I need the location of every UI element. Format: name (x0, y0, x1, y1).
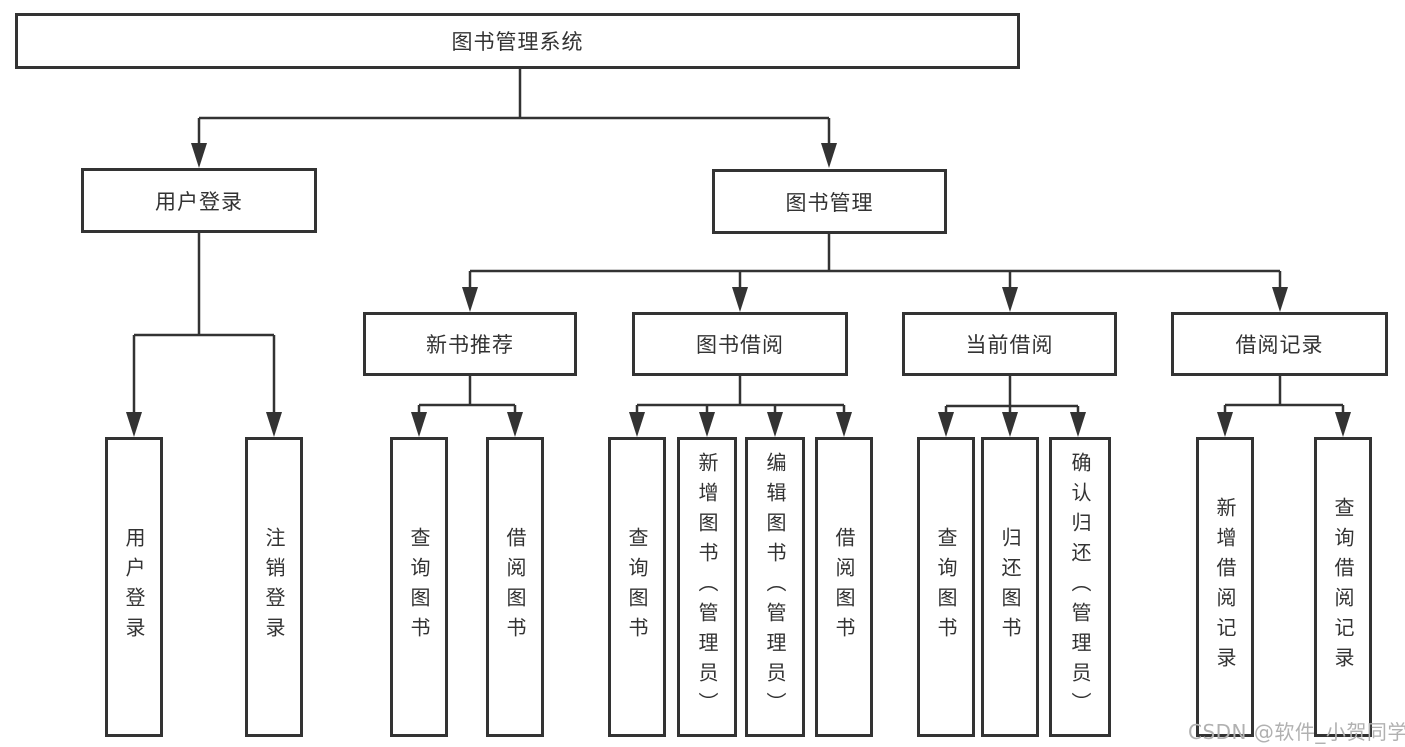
node-book-management-label: 图书管理 (785, 190, 874, 215)
node-book-borrow-label: 图书借阅 (696, 333, 784, 357)
node-current-borrow-label: 当前借阅 (965, 333, 1054, 357)
leaf-return-books: 归还图书 (981, 437, 1039, 737)
leaf-query-books-borrow-label: 查询图书 (625, 527, 649, 647)
node-book-borrow: 图书借阅 (632, 312, 848, 376)
node-root: 图书管理系统 (15, 13, 1020, 69)
leaf-query-books-current: 查询图书 (917, 437, 975, 737)
leaf-add-borrow-record-label: 新增借阅记录 (1213, 497, 1237, 677)
node-new-book-recommend: 新书推荐 (363, 312, 577, 376)
leaf-logout: 注销登录 (245, 437, 303, 737)
node-user-login-label: 用户登录 (155, 189, 243, 214)
leaf-confirm-return-admin-label: 确认归还（管理员） (1068, 452, 1092, 722)
leaf-add-borrow-record: 新增借阅记录 (1196, 437, 1254, 737)
node-new-book-recommend-label: 新书推荐 (426, 333, 514, 357)
leaf-query-books-recommend-label: 查询图书 (407, 527, 431, 647)
node-borrow-records-label: 借阅记录 (1235, 333, 1324, 357)
leaf-return-books-label: 归还图书 (998, 527, 1022, 647)
leaf-logout-label: 注销登录 (262, 527, 286, 647)
leaf-add-books-admin: 新增图书（管理员） (677, 437, 737, 737)
leaf-edit-books-admin: 编辑图书（管理员） (745, 437, 805, 737)
node-root-label: 图书管理系统 (451, 30, 584, 54)
leaf-query-books-current-label: 查询图书 (934, 527, 958, 647)
leaf-query-books-borrow: 查询图书 (608, 437, 666, 737)
node-user-login: 用户登录 (81, 168, 317, 233)
leaf-confirm-return-admin: 确认归还（管理员） (1049, 437, 1111, 737)
leaf-query-borrow-record-label: 查询借阅记录 (1331, 497, 1355, 677)
leaf-borrow-books-recommend-label: 借阅图书 (503, 527, 527, 647)
leaf-borrow-books-recommend: 借阅图书 (486, 437, 544, 737)
leaf-edit-books-admin-label: 编辑图书（管理员） (763, 452, 787, 722)
arrowheads (126, 143, 1351, 437)
node-book-management: 图书管理 (712, 169, 947, 234)
leaf-query-books-recommend: 查询图书 (390, 437, 448, 737)
watermark: CSDN @软件_小贺同学 (1188, 720, 1405, 744)
leaf-query-borrow-record: 查询借阅记录 (1314, 437, 1372, 737)
node-current-borrow: 当前借阅 (902, 312, 1117, 376)
leaf-user-login: 用户登录 (105, 437, 163, 737)
node-borrow-records: 借阅记录 (1171, 312, 1388, 376)
leaf-borrow-books: 借阅图书 (815, 437, 873, 737)
leaf-user-login-label: 用户登录 (122, 527, 146, 647)
leaf-add-books-admin-label: 新增图书（管理员） (695, 452, 719, 722)
leaf-borrow-books-label: 借阅图书 (832, 527, 856, 647)
